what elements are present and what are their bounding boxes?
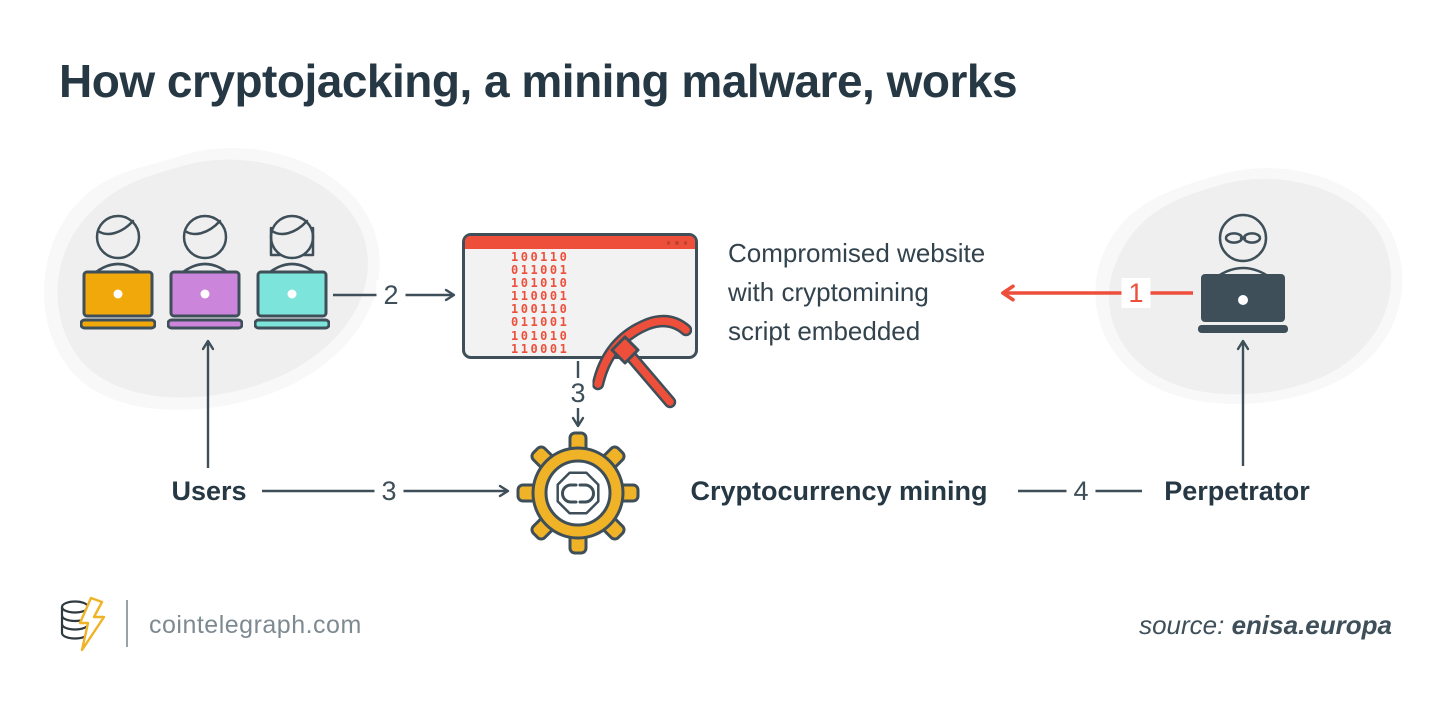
browser-window-icon: 100110 011001 101010 110001 100110 01100… xyxy=(462,233,698,359)
step-number-4: 4 xyxy=(1066,476,1096,506)
page-title: How cryptojacking, a mining malware, wor… xyxy=(59,55,1018,107)
window-titlebar xyxy=(465,236,695,249)
step-number-1: 1 xyxy=(1121,278,1151,308)
binary-row: 011001 xyxy=(511,315,570,330)
binary-row: 100110 xyxy=(511,302,570,317)
binary-row: 101010 xyxy=(511,276,570,291)
source-credit: source: enisa.europa xyxy=(1139,610,1392,641)
user-laptop-icon xyxy=(80,214,156,330)
perpetrator-label: Perpetrator xyxy=(1164,476,1310,506)
user-laptop-icon xyxy=(254,214,330,330)
mining-label: Cryptocurrency mining xyxy=(690,476,988,506)
binary-row: 110001 xyxy=(511,289,570,304)
caption-line: with cryptomining xyxy=(728,277,929,307)
binary-row: 110001 xyxy=(511,341,570,356)
caption-line: script embedded xyxy=(728,316,921,346)
masked-hacker-icon xyxy=(1198,213,1288,333)
cointelegraph-logo-icon xyxy=(60,596,106,652)
step-number-3-users: 3 xyxy=(374,476,404,506)
source-prefix: source: xyxy=(1139,610,1225,640)
users-label: Users xyxy=(171,476,247,506)
pickaxe-icon xyxy=(591,314,692,409)
user-laptop-icon xyxy=(167,214,243,330)
step-number-3-site: 3 xyxy=(563,378,593,408)
gear-mining-icon xyxy=(516,431,640,555)
window-controls xyxy=(666,241,687,245)
binary-row: 100110 xyxy=(511,250,570,264)
window-dot xyxy=(666,241,670,245)
caption-line: Compromised website xyxy=(728,238,986,268)
binary-row: 011001 xyxy=(511,263,570,278)
window-dot xyxy=(675,241,679,245)
window-dot xyxy=(683,241,687,245)
brand-url: cointelegraph.com xyxy=(149,611,362,639)
binary-code-block: 100110 011001 101010 110001 100110 01100… xyxy=(511,250,570,356)
website-caption: Compromised website with cryptomining sc… xyxy=(728,234,985,351)
footer-divider xyxy=(126,600,128,647)
binary-row: 101010 xyxy=(511,328,570,343)
source-name: enisa.europa xyxy=(1231,610,1392,640)
step-number-2: 2 xyxy=(376,280,406,310)
